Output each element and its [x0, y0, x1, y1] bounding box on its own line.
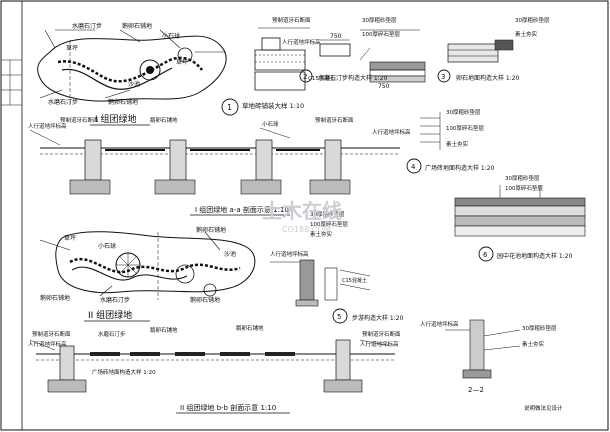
s2-paving: 鹅卵石铺地 — [150, 326, 178, 334]
d3-label-a: 30厚粗砂垫层 — [515, 16, 550, 24]
label-stepping-stone-2: 水磨石汀步 — [48, 98, 78, 106]
p2-label-paving: 鹅卵石铺地 — [196, 226, 226, 234]
detail-5-drawing — [270, 259, 371, 307]
d4-sand: 30厚粗砂垫层 — [446, 108, 481, 116]
section-ii-drawing — [29, 339, 395, 393]
label-lawn-a: 草坪 — [66, 44, 78, 52]
detail-3-drawing — [447, 39, 514, 63]
label-sand-pit: 沙池 — [128, 80, 140, 88]
d5-gravel: 100厚碎石垫层 — [310, 220, 348, 228]
detail-1-number: 1 — [227, 103, 232, 112]
detail-4-title: 广场砖地面构造大样 1:20 — [425, 164, 495, 172]
label-small-stone: 小石球 — [162, 32, 180, 40]
detail-1-marker — [221, 98, 239, 116]
s22-sand: 30厚粗砂垫层 — [522, 324, 557, 332]
s22-soil: 素土夯实 — [522, 340, 545, 348]
p2-label-stone: 小石球 — [98, 242, 116, 250]
s2-step: 水磨石汀步 — [98, 330, 126, 338]
detail-2-title: 水磨石汀步构造大样 1:20 — [318, 74, 388, 82]
s1-road-label: 人行道地坪标高 — [28, 122, 67, 130]
d6-gravel: 100厚碎石垫层 — [505, 184, 543, 192]
detail-6-title: 园中花池地面构造大样 1:20 — [497, 252, 573, 260]
d4-gravel: 100厚碎石垫层 — [446, 124, 484, 132]
detail-5-number: 5 — [337, 313, 341, 321]
d5-concrete: C15混凝土 — [342, 277, 367, 284]
detail-6-drawing — [454, 185, 586, 237]
p2-label-paving-2: 鹅卵石铺地 — [40, 294, 70, 302]
s1-curb-label-2: 预制道牙石断面 — [315, 116, 354, 124]
detail-5-title: 步游构造大样 1:20 — [352, 314, 404, 322]
d5-sand: 30厚粗砂垫层 — [310, 210, 345, 218]
detail-6-number: 6 — [483, 251, 488, 259]
p2-label-step: 水磨石汀步 — [100, 296, 130, 304]
section-ii-title: II 组团绿地 b-b 剖面示意 1:10 — [180, 403, 276, 412]
detail-4-number: 4 — [411, 163, 416, 171]
section-22-label: 2—2 — [468, 386, 484, 394]
d1-concrete-label: C15混凝土 — [308, 74, 336, 82]
plan-i-drawing — [37, 29, 227, 104]
watermark-url: CO188.COM — [282, 225, 331, 234]
detail-5-marker — [332, 308, 348, 324]
plan-ii-title: II 组团绿地 — [88, 309, 132, 321]
label-stepping-stone-1: 水磨石汀步 — [72, 22, 102, 30]
p2-label-paving-3: 鹅卵石铺地 — [190, 296, 220, 304]
d5-soil: 素土夯实 — [310, 230, 333, 238]
p2-label-sand: 沙池 — [224, 250, 236, 258]
plan-ii-drawing — [39, 231, 256, 300]
detail-2-drawing — [319, 29, 426, 83]
s2-plaza-a: 广场砖地面构造大样 1:20 — [92, 368, 156, 376]
section-i-title: I 组团绿地 a-a 剖面示意 1:10 — [195, 205, 289, 214]
s22-road: 人行道地坪标高 — [420, 320, 459, 328]
d2-sand: 30厚粗砂垫层 — [362, 16, 397, 24]
d6-sand: 30厚粗砂垫层 — [505, 174, 540, 182]
detail-4-marker — [406, 158, 422, 174]
s2-curb: 预制道牙石断面 — [32, 330, 71, 338]
s2-curb-2: 预制道牙石断面 — [362, 330, 401, 338]
d5-road: 人行道地坪标高 — [270, 250, 309, 258]
label-paving-2: 鹅卵石铺地 — [108, 98, 138, 106]
detail-3-number: 3 — [441, 73, 445, 81]
detail-2-marker — [299, 69, 313, 83]
detail-3-title: 卵石地面构造大样 1:20 — [456, 74, 520, 82]
s2-road: 人行道地坪标高 — [28, 340, 67, 348]
d2-dim-750b: 750 — [378, 83, 390, 90]
d2-dim-750: 750 — [330, 33, 342, 40]
detail-1-title: 草地砖铺装大样 1:10 — [242, 101, 304, 110]
section-i-drawing — [29, 127, 400, 195]
s1-paving-label: 鹅卵石铺地 — [150, 116, 178, 124]
detail-2-number: 2 — [303, 73, 307, 81]
d2-gravel: 100厚碎石垫层 — [362, 30, 400, 38]
s1-road-label-2: 人行道地坪标高 — [372, 128, 411, 136]
p2-label-lawn: 草坪 — [64, 234, 76, 242]
d1-road-label: 人行道地坪标高 — [282, 38, 321, 46]
plan-i-title: I 组团绿地 — [95, 113, 137, 125]
s2-road-2: 人行道地坪标高 — [360, 340, 399, 348]
s1-curb-label: 预制道牙石断面 — [60, 116, 99, 124]
left-title-strip — [1, 1, 23, 430]
detail-3-marker — [437, 69, 451, 83]
d3-label-b: 素土夯实 — [515, 30, 538, 38]
sheet-note: 说明做法见设计 — [524, 404, 563, 412]
d4-soil: 素土夯实 — [446, 140, 469, 148]
watermark-logo: 土木在线 — [262, 199, 342, 223]
s2-paving-b: 鹅卵石铺地 — [236, 324, 264, 332]
detail-4-drawing — [420, 112, 441, 150]
s1-small-stone: 小石球 — [262, 120, 279, 128]
d1-curb-label: 预制道牙石断面 — [272, 16, 311, 24]
section-22-drawing — [445, 319, 521, 379]
label-lawn-b: 草坪 — [176, 58, 188, 66]
detail-6-marker — [478, 246, 494, 262]
label-paving-1: 鹅卵石铺地 — [122, 22, 152, 30]
